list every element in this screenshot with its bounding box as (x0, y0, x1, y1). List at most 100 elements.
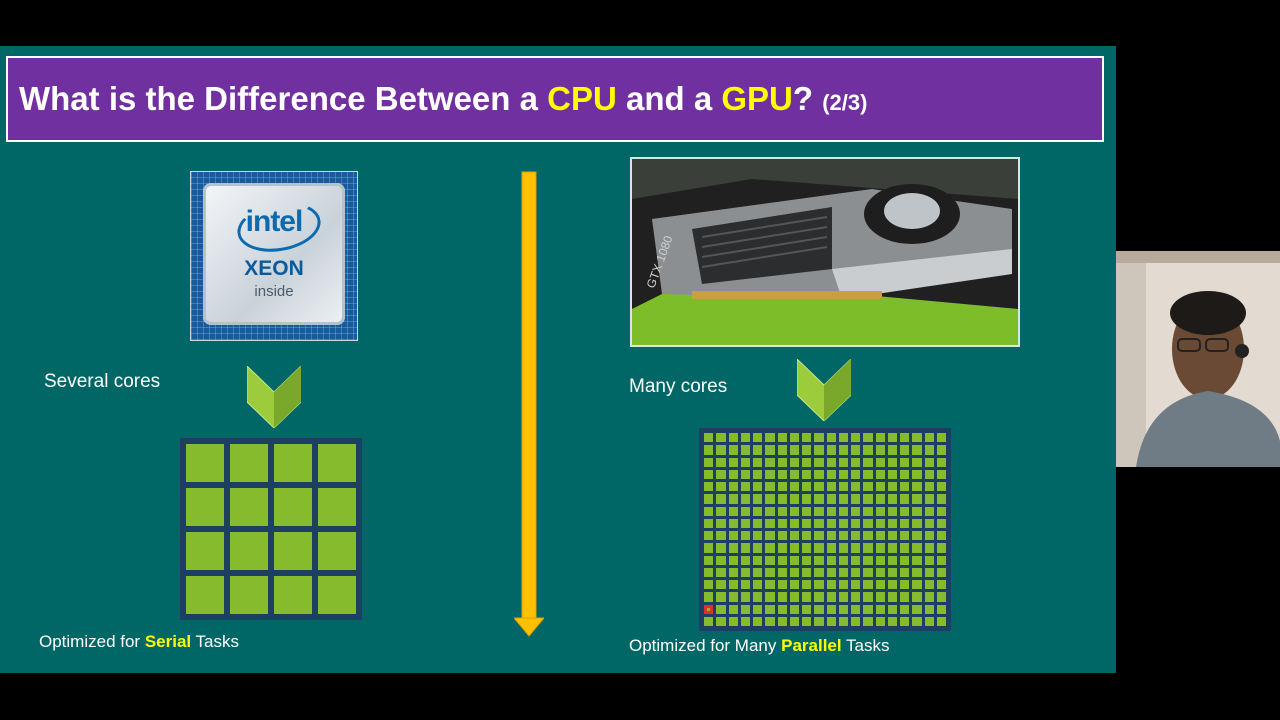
core-cell (826, 482, 836, 492)
core-cell (936, 567, 946, 577)
core-cell (887, 518, 897, 528)
core-cell (814, 592, 824, 602)
core-cell (789, 445, 799, 455)
core-cell (875, 531, 885, 541)
core-cell (274, 488, 312, 526)
core-cell (728, 531, 738, 541)
core-cell (851, 518, 861, 528)
core-cell (777, 531, 787, 541)
core-cell (765, 616, 775, 626)
core-cell (924, 433, 934, 443)
core-cell (230, 488, 268, 526)
core-cell (789, 506, 799, 516)
core-cell (814, 616, 824, 626)
core-cell (924, 469, 934, 479)
core-cell (186, 444, 224, 482)
core-cell (318, 444, 356, 482)
core-cell (936, 445, 946, 455)
core-cell (274, 576, 312, 614)
core-cell (777, 469, 787, 479)
core-cell (826, 494, 836, 504)
presenter-webcam (1116, 251, 1280, 467)
core-cell (802, 592, 812, 602)
core-cell (936, 580, 946, 590)
core-cell (863, 457, 873, 467)
core-cell (716, 506, 726, 516)
gpu-card-image: GTX 1080 (630, 157, 1020, 347)
core-cell (716, 616, 726, 626)
core-cell (887, 531, 897, 541)
core-cell (863, 506, 873, 516)
core-cell (887, 555, 897, 565)
core-cell (802, 518, 812, 528)
core-cell (789, 543, 799, 553)
core-cell (863, 494, 873, 504)
core-cell (728, 543, 738, 553)
core-cell (777, 433, 787, 443)
core-cell (753, 543, 763, 553)
core-cell (814, 543, 824, 553)
core-cell (777, 445, 787, 455)
core-cell (765, 604, 775, 614)
core-cell (777, 543, 787, 553)
core-cell (936, 482, 946, 492)
gpu-card-illustration: GTX 1080 (632, 159, 1018, 345)
core-cell (924, 616, 934, 626)
core-cell (838, 482, 848, 492)
core-cell (936, 616, 946, 626)
core-cell (875, 433, 885, 443)
core-cell (814, 433, 824, 443)
core-cell (863, 580, 873, 590)
core-cell (186, 488, 224, 526)
core-cell (318, 532, 356, 570)
core-cell (912, 580, 922, 590)
arrow-down-icon (514, 171, 544, 637)
core-cell (765, 592, 775, 602)
core-cell (912, 616, 922, 626)
core-cell (887, 616, 897, 626)
core-cell (912, 433, 922, 443)
core-cell (912, 531, 922, 541)
core-cell (887, 494, 897, 504)
intel-logo-text: intel (245, 205, 304, 238)
core-cell (777, 494, 787, 504)
core-cell (900, 543, 910, 553)
core-cell (838, 457, 848, 467)
core-cell (802, 506, 812, 516)
chevron-down-icon (247, 366, 301, 428)
title-question: ? (792, 80, 823, 117)
gpu-optimized-highlight: Parallel (781, 636, 842, 655)
core-cell (777, 457, 787, 467)
core-cell (826, 543, 836, 553)
core-cell (851, 433, 861, 443)
core-cell (765, 518, 775, 528)
core-cell (740, 531, 750, 541)
core-cell (802, 482, 812, 492)
core-cell (704, 494, 714, 504)
core-cell (875, 457, 885, 467)
presenter-video-frame (1116, 251, 1280, 467)
core-cell (826, 567, 836, 577)
core-cell (704, 457, 714, 467)
core-cell (838, 531, 848, 541)
core-cell (826, 580, 836, 590)
core-cell (740, 555, 750, 565)
core-cell (740, 592, 750, 602)
core-cell (802, 531, 812, 541)
core-cell (230, 444, 268, 482)
core-cell (740, 543, 750, 553)
core-cell (887, 469, 897, 479)
xeon-text: XEON (244, 257, 304, 280)
core-cell (826, 592, 836, 602)
core-cell (900, 518, 910, 528)
core-cell (851, 616, 861, 626)
core-cell (704, 555, 714, 565)
core-cell (704, 531, 714, 541)
core-cell (875, 555, 885, 565)
core-cell (802, 445, 812, 455)
core-cell (728, 555, 738, 565)
core-cell (753, 555, 763, 565)
core-cell (887, 543, 897, 553)
core-cell (704, 506, 714, 516)
core-cell (765, 469, 775, 479)
